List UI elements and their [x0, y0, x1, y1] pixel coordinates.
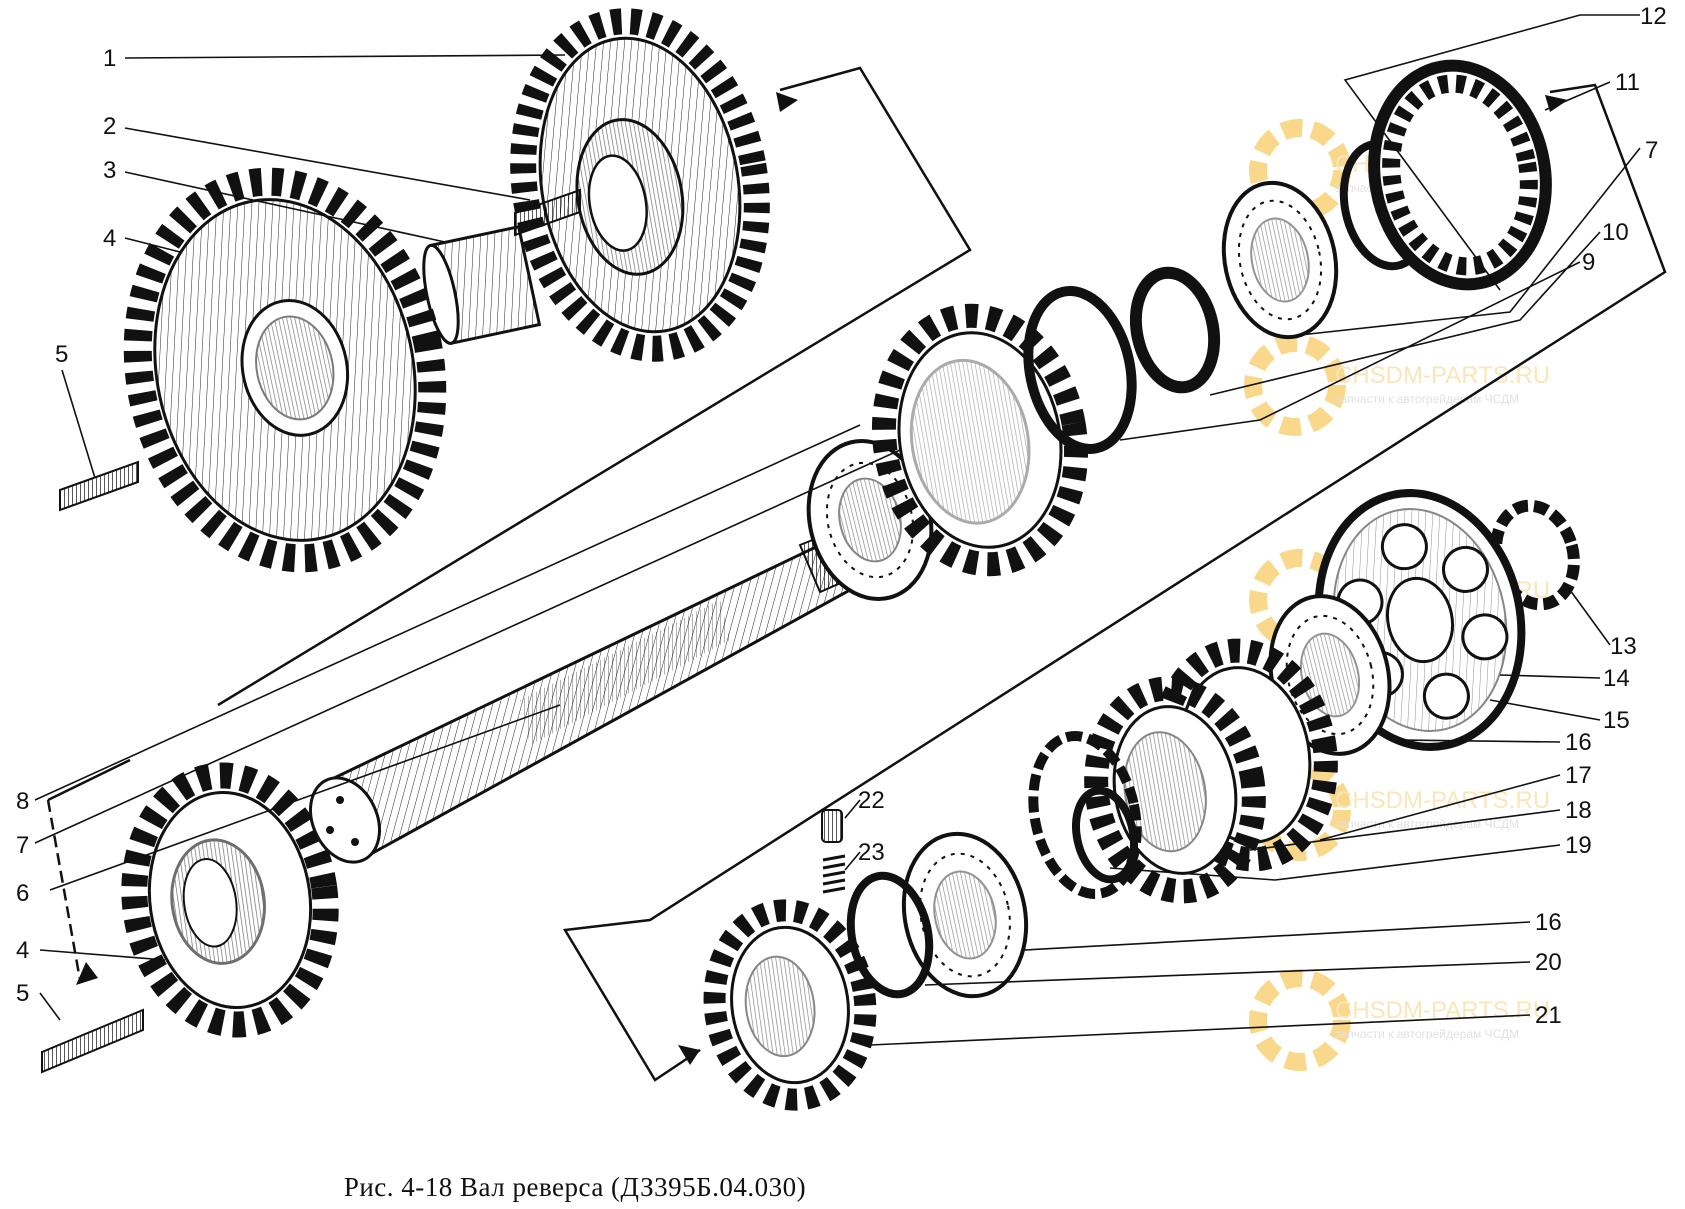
part-9-ring — [1129, 266, 1221, 394]
callout-9: 9 — [1582, 249, 1595, 276]
callout-19: 19 — [1565, 832, 1592, 859]
callout-17: 17 — [1565, 762, 1592, 789]
callout-5-lower: 5 — [16, 980, 29, 1007]
part-19-inner-ring — [1072, 786, 1138, 884]
watermark-name: CHSDM-PARTS.RU — [1335, 997, 1550, 1024]
assembly-outline — [46, 66, 1667, 1082]
part-23-spring — [822, 854, 846, 894]
callout-12: 12 — [1640, 3, 1667, 30]
leader-lines — [34, 14, 1641, 1046]
callout-8: 8 — [16, 788, 29, 815]
callout-20: 20 — [1535, 949, 1562, 976]
watermark-tagline: запчасти к автогрейдерам ЧСДМ — [1335, 1027, 1519, 1041]
callout-23: 23 — [858, 839, 885, 866]
callout-11: 11 — [1615, 69, 1640, 96]
callout-10: 10 — [1602, 219, 1629, 246]
watermark-logo — [1249, 969, 1351, 1071]
callout-15: 15 — [1603, 707, 1630, 734]
arrow-icon — [76, 92, 1568, 1065]
part-7-bearing-upper — [1221, 180, 1339, 340]
callout-16-lower: 16 — [1535, 909, 1562, 936]
callout-22: 22 — [858, 787, 885, 814]
callout-4-lower: 4 — [16, 937, 29, 964]
part-19-ring — [1028, 731, 1142, 899]
callout-21: 21 — [1535, 1002, 1562, 1029]
part-22-pin — [821, 809, 843, 843]
callout-4: 4 — [103, 225, 116, 252]
callout-18: 18 — [1565, 797, 1592, 824]
part-11-internal-gear — [1368, 59, 1552, 291]
part-4-small-gear — [121, 762, 339, 1038]
part-18-gear — [1084, 676, 1266, 904]
callout-labels: 1 2 3 4 5 4 5 6 7 8 12 11 7 10 9 13 14 1… — [16, 3, 1667, 1029]
part-4-gear — [123, 167, 447, 573]
watermark-name: CHSDM-PARTS.RU — [1335, 362, 1550, 389]
part-16-bearing-lower — [901, 831, 1029, 999]
watermark-logo — [1244, 334, 1346, 436]
callout-6: 6 — [16, 880, 29, 907]
callout-1: 1 — [103, 45, 116, 72]
part-10-retaining-ring — [1023, 286, 1137, 454]
callout-16: 16 — [1565, 729, 1592, 756]
figure-caption: Рис. 4-18 Вал реверса (ДЗ395Б.04.030) — [343, 1172, 807, 1202]
part-6-shaft — [309, 523, 872, 864]
watermark-name: CHSDM-PARTS.RU — [1335, 787, 1550, 814]
part-3-bushing — [422, 224, 542, 346]
callout-3: 3 — [103, 157, 116, 184]
part-1-gear — [510, 8, 770, 362]
callout-5: 5 — [55, 341, 68, 368]
callout-14: 14 — [1603, 665, 1630, 692]
callout-7: 7 — [16, 832, 29, 859]
callout-13: 13 — [1610, 633, 1637, 660]
callout-2: 2 — [103, 113, 116, 140]
part-5-key — [41, 460, 144, 1074]
watermark-tagline: запчасти к автогрейдерам ЧСДМ — [1335, 392, 1519, 406]
part-8-gear — [871, 303, 1089, 577]
callout-7-upper: 7 — [1645, 137, 1658, 164]
